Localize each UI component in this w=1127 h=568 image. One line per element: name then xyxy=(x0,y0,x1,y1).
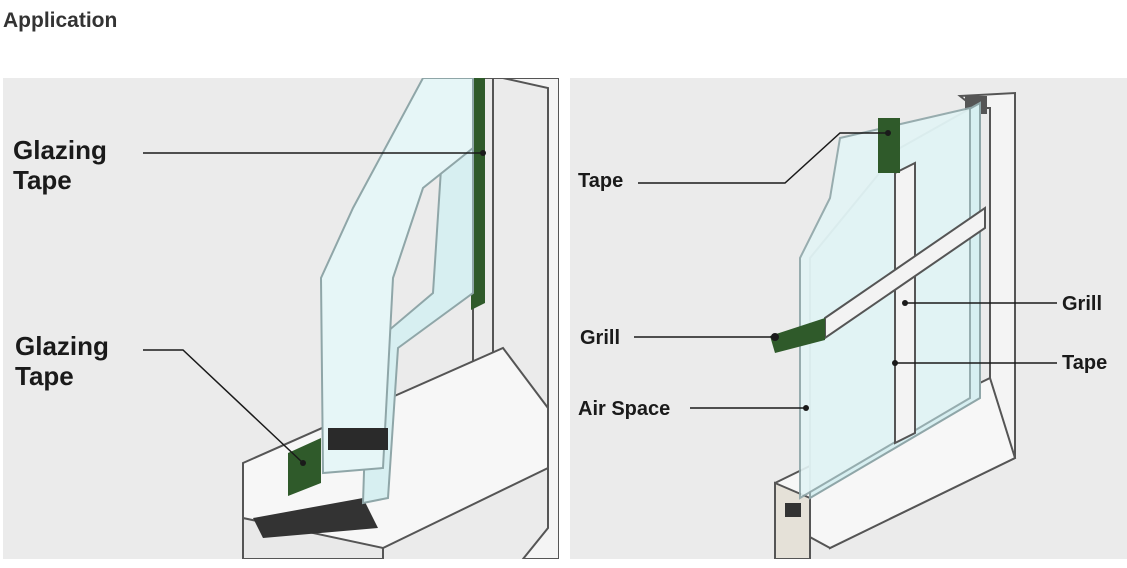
label-glazing-tape-bottom: Glazing Tape xyxy=(15,331,109,392)
leader-dot-tape-right xyxy=(892,360,898,366)
label-glazing-tape-top: Glazing Tape xyxy=(13,135,107,196)
window-frame xyxy=(473,78,559,559)
label-glazing-tape-top-line1: Glazing xyxy=(13,135,107,165)
label-glazing-tape-bottom-line1: Glazing xyxy=(15,331,109,361)
label-tape-right: Tape xyxy=(1062,352,1108,374)
leader-dot-grill-left xyxy=(771,333,779,341)
label-air-space: Air Space xyxy=(578,398,671,420)
window-sill-cross-section-illustration xyxy=(143,78,559,559)
label-tape-top: Tape xyxy=(578,170,624,192)
sill-end-cut xyxy=(774,481,811,559)
right-diagram-panel: Tape Grill Air Space Grill Tape xyxy=(570,78,1127,559)
leader-dot-tape-top xyxy=(885,130,891,136)
left-diagram-panel: Glazing Tape Glazing Tape xyxy=(3,78,559,559)
leader-dot-grill-right xyxy=(902,300,908,306)
leader-tape-top xyxy=(638,132,888,184)
leader-dot-air-space xyxy=(803,405,809,411)
label-grill-right: Grill xyxy=(1062,293,1103,315)
page-heading: Application xyxy=(3,9,118,32)
label-grill-left: Grill xyxy=(580,327,621,349)
tape-strip-top xyxy=(878,118,900,173)
glass-pane-back xyxy=(361,78,474,505)
leader-line-bottom xyxy=(143,349,304,464)
glass-pane-front-right xyxy=(799,106,971,500)
glass-pane-front xyxy=(319,78,474,475)
sill-channel xyxy=(253,498,378,538)
leader-dot-top xyxy=(480,150,486,156)
leader-dot-bottom xyxy=(300,460,306,466)
label-glazing-tape-bottom-line2: Tape xyxy=(15,360,74,391)
grill-stub-left xyxy=(770,318,825,353)
glazing-tape-bottom xyxy=(288,438,321,496)
spacer-bar xyxy=(328,428,388,450)
window-grill-cross-section-illustration xyxy=(634,91,1057,559)
glazing-tape-strip-top xyxy=(471,78,485,310)
sill-end-notch xyxy=(785,503,801,517)
label-glazing-tape-top-line2: Tape xyxy=(13,164,72,195)
